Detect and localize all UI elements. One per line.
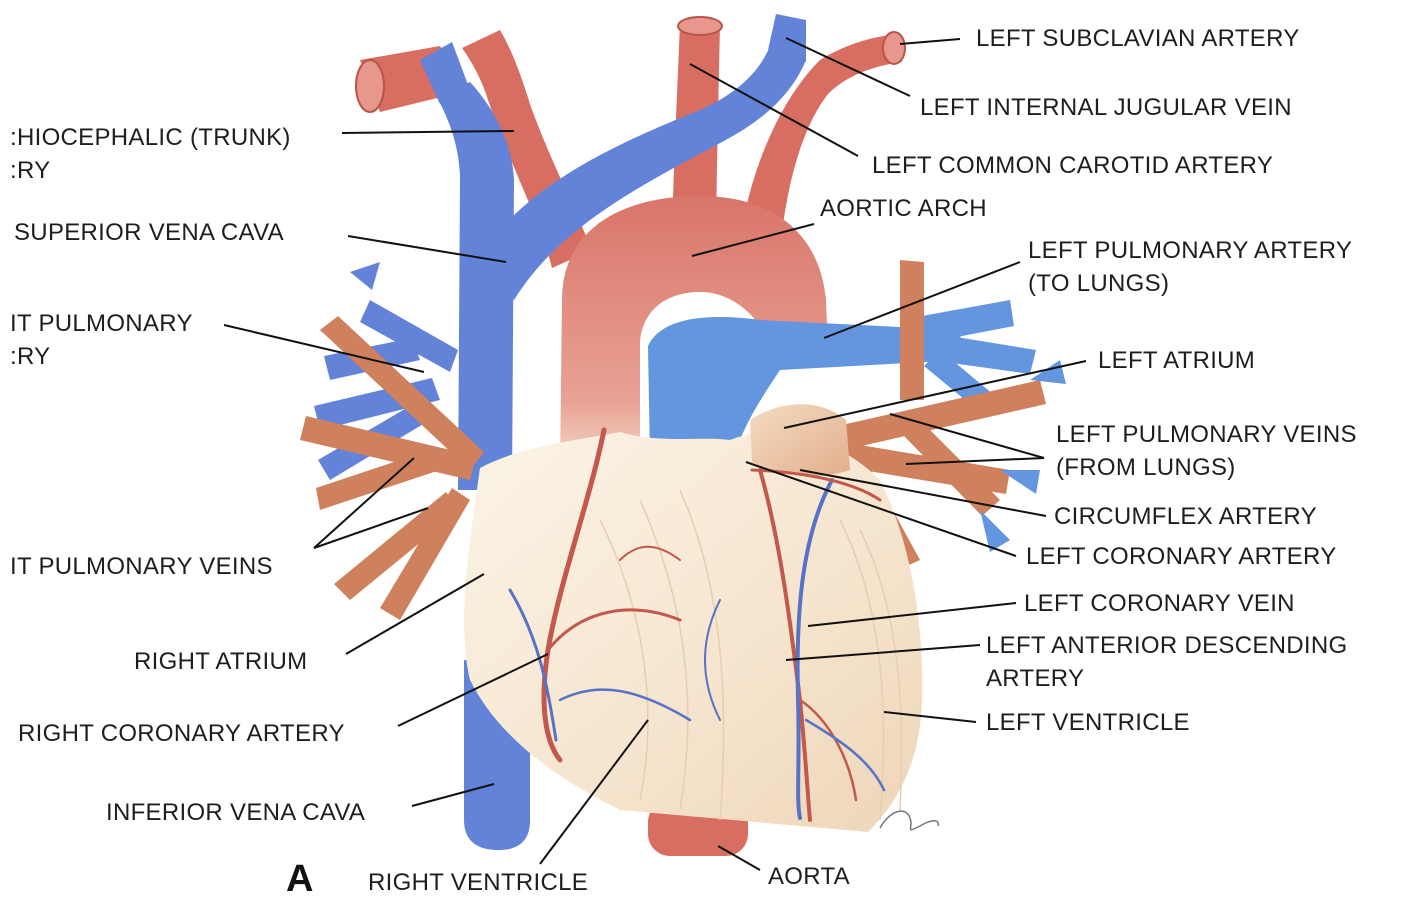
label-line: INFERIOR VENA CAVA <box>106 796 365 829</box>
label-left-ventricle: LEFT VENTRICLE <box>986 706 1190 739</box>
label-line: LEFT INTERNAL JUGULAR VEIN <box>920 91 1292 124</box>
label-line: (FROM LUNGS) <box>1056 451 1357 484</box>
label-line: LEFT VENTRICLE <box>986 706 1190 739</box>
label-line: SUPERIOR VENA CAVA <box>14 216 284 249</box>
label-line: RIGHT CORONARY ARTERY <box>18 717 345 750</box>
label-left-pulmonary-veins: LEFT PULMONARY VEINS (FROM LUNGS) <box>1056 418 1357 484</box>
label-line: LEFT SUBCLAVIAN ARTERY <box>976 22 1300 55</box>
label-left-subclavian-artery: LEFT SUBCLAVIAN ARTERY <box>976 22 1300 55</box>
label-aorta: AORTA <box>768 860 850 893</box>
label-brachiocephalic: :HIOCEPHALIC (TRUNK) :RY <box>10 121 291 187</box>
label-line: IT PULMONARY VEINS <box>10 550 273 583</box>
label-line: LEFT CORONARY ARTERY <box>1026 540 1337 573</box>
label-aortic-arch: AORTIC ARCH <box>820 192 987 225</box>
label-line: CIRCUMFLEX ARTERY <box>1054 500 1317 533</box>
label-left-internal-jugular-vein: LEFT INTERNAL JUGULAR VEIN <box>920 91 1292 124</box>
label-line: RIGHT VENTRICLE <box>368 866 588 899</box>
label-right-atrium: RIGHT ATRIUM <box>134 645 307 678</box>
label-line: :RY <box>10 154 291 187</box>
label-line: AORTIC ARCH <box>820 192 987 225</box>
right-subclavian-end <box>356 60 384 112</box>
label-left-coronary-vein: LEFT CORONARY VEIN <box>1024 587 1295 620</box>
artist-signature <box>880 811 938 830</box>
label-right-ventricle: RIGHT VENTRICLE <box>368 866 588 899</box>
label-left-anterior-descending-artery: LEFT ANTERIOR DESCENDING ARTERY <box>986 629 1347 695</box>
label-line: :HIOCEPHALIC (TRUNK) <box>10 121 291 154</box>
label-line: ARTERY <box>986 662 1347 695</box>
label-line: LEFT PULMONARY ARTERY <box>1028 234 1352 267</box>
lpv-branch-4 <box>900 260 924 400</box>
label-left-common-carotid-artery: LEFT COMMON CAROTID ARTERY <box>872 149 1273 182</box>
left-carotid-end <box>678 17 722 35</box>
figure-letter: A <box>286 858 313 901</box>
left-atrium-body <box>750 404 850 476</box>
label-line: LEFT ATRIUM <box>1098 344 1255 377</box>
label-inferior-vena-cava: INFERIOR VENA CAVA <box>106 796 365 829</box>
label-line: LEFT CORONARY VEIN <box>1024 587 1295 620</box>
label-line: IT PULMONARY <box>10 307 193 340</box>
label-line: AORTA <box>768 860 850 893</box>
label-circumflex-artery: CIRCUMFLEX ARTERY <box>1054 500 1317 533</box>
leader-left-subclavian-artery <box>900 39 960 44</box>
label-line: LEFT ANTERIOR DESCENDING <box>986 629 1347 662</box>
label-line: LEFT PULMONARY VEINS <box>1056 418 1357 451</box>
myocardium <box>464 432 922 832</box>
label-superior-vena-cava: SUPERIOR VENA CAVA <box>14 216 284 249</box>
label-left-pulmonary-artery: LEFT PULMONARY ARTERY (TO LUNGS) <box>1028 234 1352 300</box>
label-line: :RY <box>10 340 193 373</box>
label-right-pulmonary-artery: IT PULMONARY :RY <box>10 307 193 373</box>
label-line: (TO LUNGS) <box>1028 267 1352 300</box>
rpa-branch-2 <box>350 262 380 290</box>
heart-body <box>464 404 922 832</box>
label-right-coronary-artery: RIGHT CORONARY ARTERY <box>18 717 345 750</box>
label-line: RIGHT ATRIUM <box>134 645 307 678</box>
label-left-coronary-artery: LEFT CORONARY ARTERY <box>1026 540 1337 573</box>
left-subclavian-end <box>883 32 905 64</box>
label-left-atrium: LEFT ATRIUM <box>1098 344 1255 377</box>
label-line: LEFT COMMON CAROTID ARTERY <box>872 149 1273 182</box>
label-right-pulmonary-veins: IT PULMONARY VEINS <box>10 550 273 583</box>
